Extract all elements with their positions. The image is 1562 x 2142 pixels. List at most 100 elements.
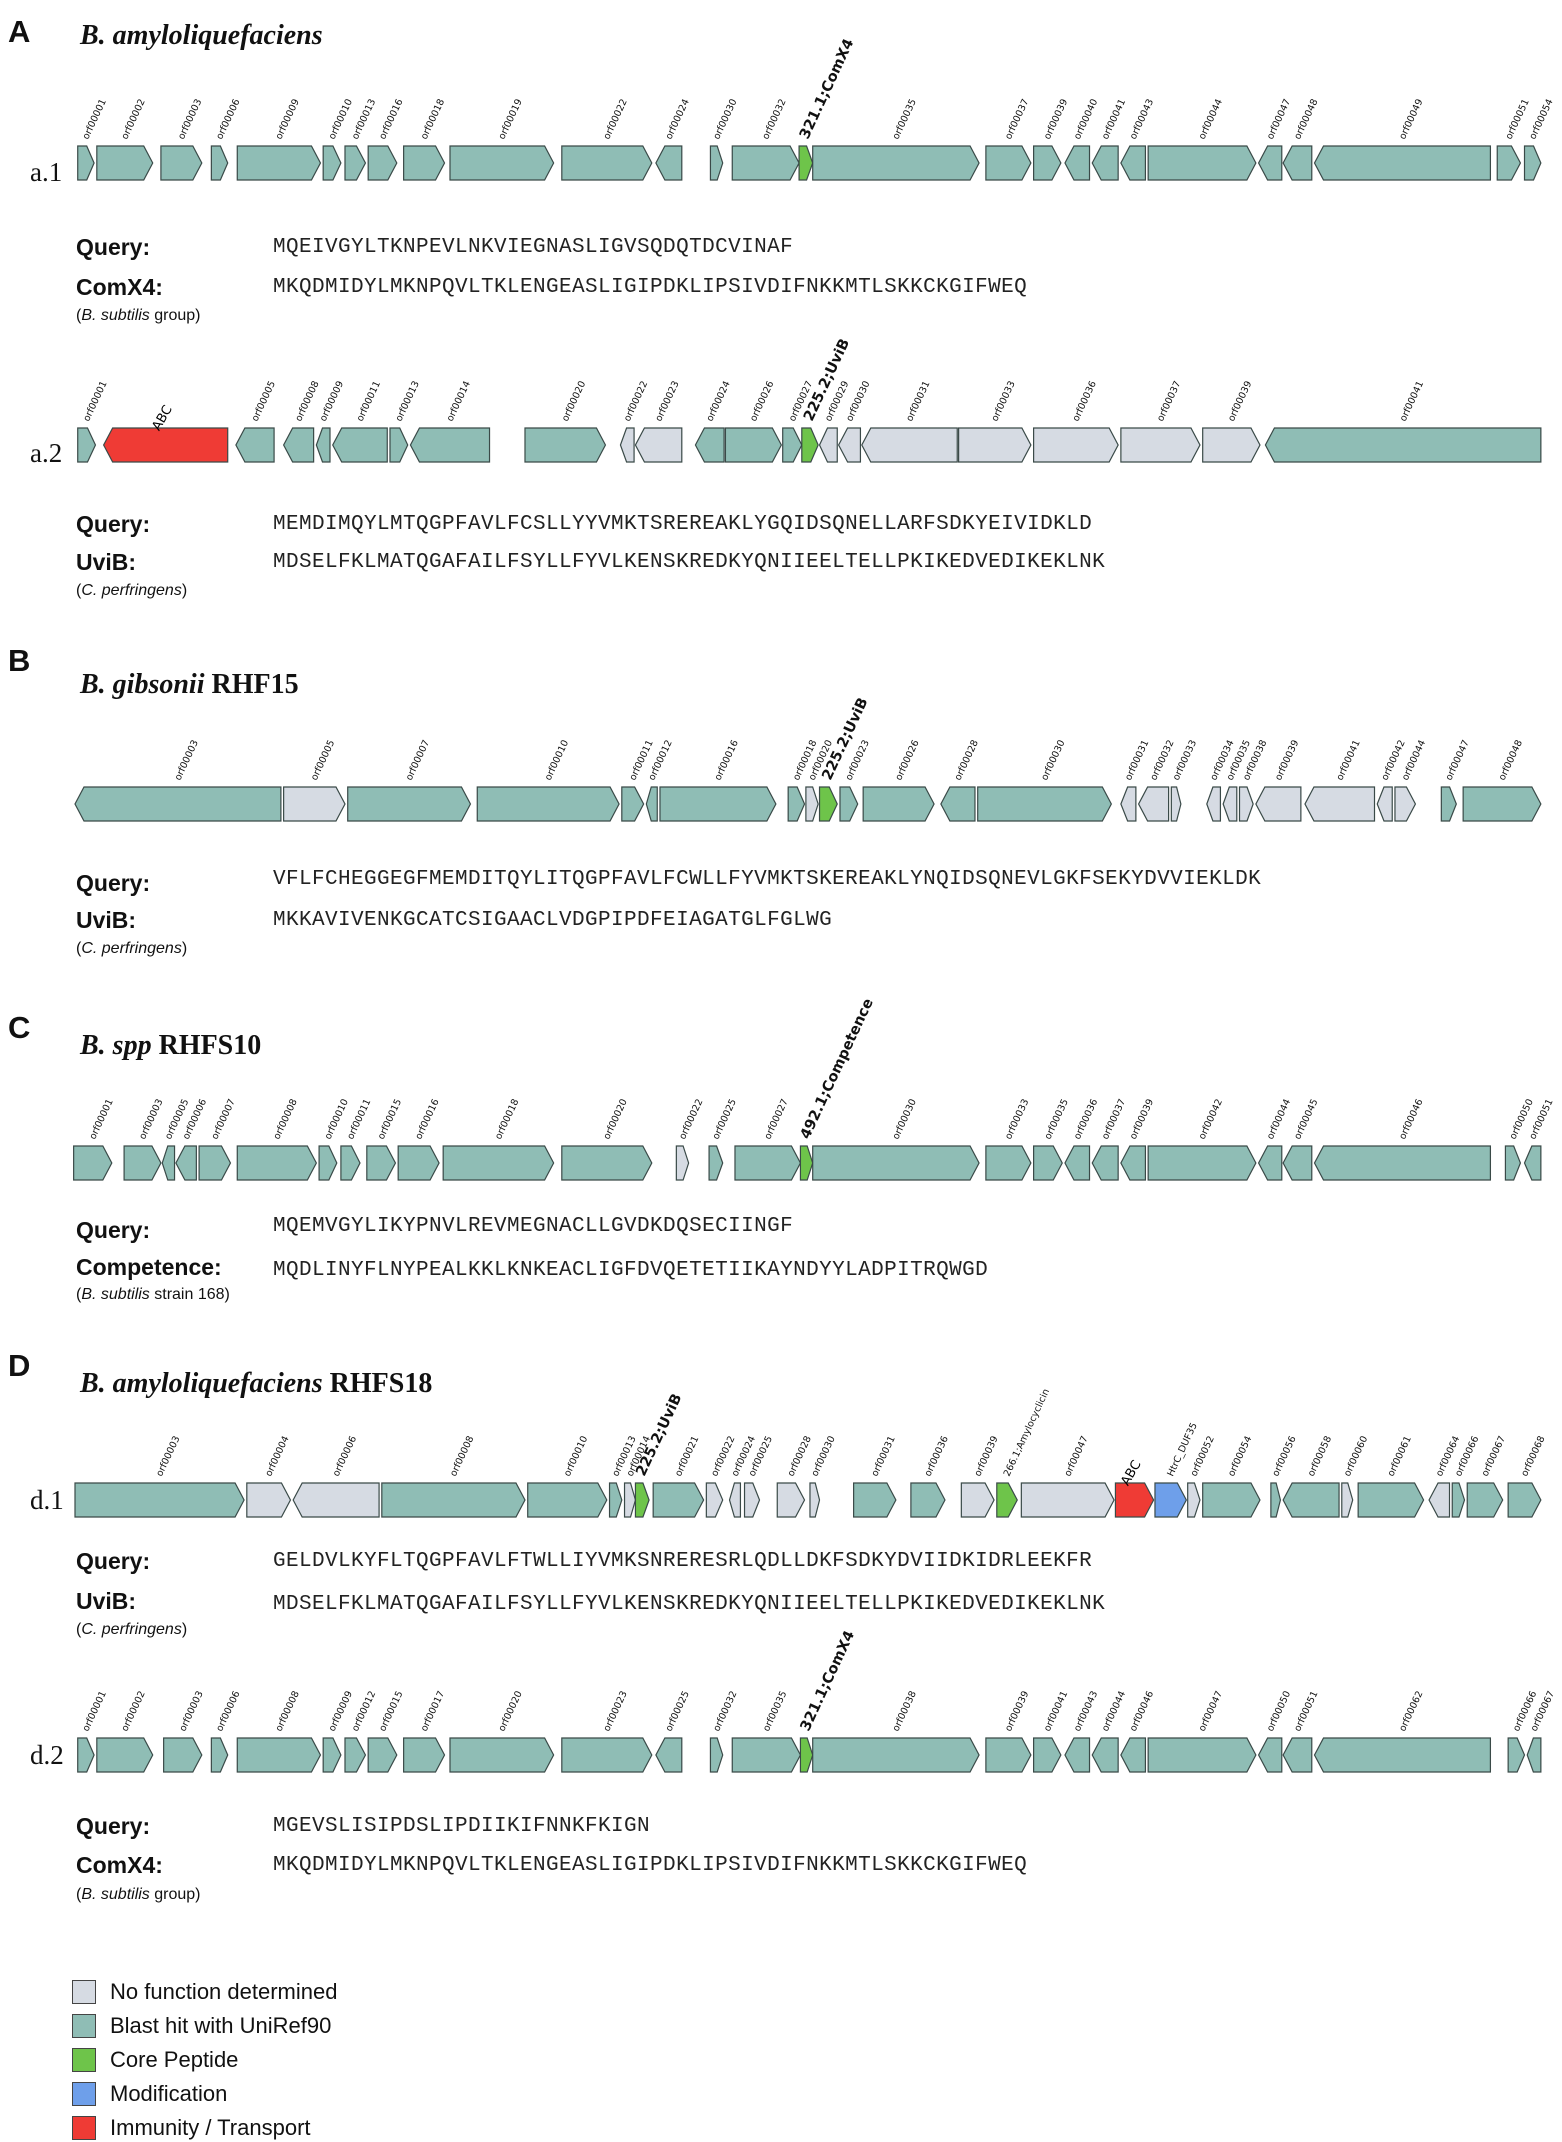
gene-label: orf00016 <box>413 1097 441 1141</box>
gene-arrow-blast-hit <box>160 145 203 181</box>
gene-arrow-blast-hit <box>282 427 315 463</box>
gene-label: orf00035 <box>891 97 919 141</box>
gene-arrow-blast-hit <box>347 786 472 822</box>
gene-arrow-blast-hit <box>1462 786 1542 822</box>
gene-label: orf00040 <box>1072 97 1100 141</box>
gene-arrow-no-function <box>776 1482 806 1518</box>
gene-arrow-blast-hit <box>985 1737 1032 1773</box>
gene-arrow-blast-hit <box>787 786 806 822</box>
gene-label: orf00048 <box>1497 738 1525 782</box>
gene-label: 266.1;Amylocyclicin <box>1002 1387 1052 1478</box>
gene-arrow-blast-hit <box>655 1737 683 1773</box>
gene-arrow-blast-hit <box>1147 1737 1257 1773</box>
legend-swatch-core-peptide <box>72 2048 96 2072</box>
gene-arrow-blast-hit <box>862 786 935 822</box>
gene-arrow-blast-hit <box>782 427 803 463</box>
query-sequence-d1: GELDVLKYFLTQGPFAVLFTWLLIYVMKSNRERESRLQDL… <box>273 1550 1093 1573</box>
legend-swatch-no-function <box>72 1980 96 2004</box>
gene-arrow-blast-hit <box>1313 145 1492 181</box>
gene-label: orf00039 <box>1226 379 1254 423</box>
gene-label: orf00030 <box>810 1434 838 1478</box>
gene-label: orf00020 <box>560 379 588 423</box>
gene-label: orf00026 <box>893 738 921 782</box>
gene-arrow-blast-hit <box>1282 1145 1313 1181</box>
gene-arrow-blast-hit <box>1120 1737 1147 1773</box>
gene-arrow-blast-hit <box>1091 1737 1119 1773</box>
gene-label: orf00008 <box>293 379 321 423</box>
gene-label: orf00037 <box>1003 97 1031 141</box>
gene-label: 321.1;ComX4 <box>798 1628 858 1733</box>
gene-label: orf00047 <box>1062 1434 1090 1478</box>
gene-label: orf00031 <box>869 1434 897 1478</box>
gene-arrow-blast-hit <box>1064 145 1091 181</box>
gene-arrow-blast-hit <box>621 786 645 822</box>
gene-arrow-blast-hit <box>1033 1145 1063 1181</box>
gene-label: orf00039 <box>1273 738 1301 782</box>
gene-label: orf00013 <box>350 97 378 141</box>
gene-arrow-core-peptide <box>801 427 819 463</box>
gene-arrow-blast-hit <box>940 786 976 822</box>
gene-arrow-blast-hit <box>235 427 275 463</box>
gene-arrow-blast-hit <box>77 1737 95 1773</box>
gene-label: orf00067 <box>1480 1434 1508 1478</box>
gene-label: orf00044 <box>1100 1689 1128 1733</box>
legend-label: Blast hit with UniRef90 <box>110 2013 332 2038</box>
gene-arrow-no-function <box>283 786 346 822</box>
gene-label: orf00010 <box>562 1434 590 1478</box>
gene-arrow-blast-hit <box>476 786 620 822</box>
gene-arrow-blast-hit <box>1264 427 1542 463</box>
gene-arrow-no-function <box>958 427 1032 463</box>
gene-label: 492.1;Competence <box>798 996 877 1142</box>
gene-arrow-blast-hit <box>708 1145 724 1181</box>
gene-label: orf00018 <box>419 97 447 141</box>
gene-arrow-blast-hit <box>332 427 388 463</box>
gene-label: orf00013 <box>394 379 422 423</box>
legend-swatch-blast-hit <box>72 2014 96 2038</box>
gene-label: orf00060 <box>1342 1434 1370 1478</box>
gene-arrow-no-function <box>861 427 958 463</box>
ref-label-a1: ComX4: <box>76 274 163 300</box>
gene-arrow-blast-hit <box>449 145 555 181</box>
ref-sequence-d2: MKQDMIDYLMKNPQVLTKLENGEASLIGIPDKLIPSIVDI… <box>273 1854 1028 1877</box>
gene-arrow-blast-hit <box>403 145 446 181</box>
gene-label: orf00015 <box>376 1097 404 1141</box>
gene-arrow-no-function <box>728 1482 742 1518</box>
gene-arrow-blast-hit <box>1451 1482 1466 1518</box>
gene-label: orf00035 <box>1043 1097 1071 1141</box>
gene-label: orf00036 <box>1071 379 1099 423</box>
gene-arrow-blast-hit <box>1507 1482 1542 1518</box>
gene-arrow-blast-hit <box>1091 1145 1119 1181</box>
query-sequence-c1: MQEMVGYLIKYPNVLREVMEGNACLLGVDKDQSECIINGF <box>273 1215 794 1238</box>
gene-arrow-core-peptide <box>799 1145 814 1181</box>
gene-label: orf00023 <box>653 379 681 423</box>
gene-label: orf00014 <box>445 379 473 423</box>
gene-label: orf00001 <box>81 1689 109 1733</box>
gene-label: orf00044 <box>1197 97 1225 141</box>
gene-label: orf00031 <box>904 379 932 423</box>
gene-label: orf00022 <box>602 97 630 141</box>
gene-arrow-blast-hit <box>315 427 331 463</box>
gene-arrow-blast-hit <box>1357 1482 1425 1518</box>
gene-arrow-blast-hit <box>344 1737 367 1773</box>
gene-arrow-core-peptide <box>818 786 838 822</box>
gene-arrow-blast-hit <box>77 427 97 463</box>
gene-label: orf00016 <box>377 97 405 141</box>
gene-arrow-blast-hit <box>1496 145 1522 181</box>
row-label-a1: a.1 <box>30 157 63 187</box>
gene-label: orf00047 <box>1265 97 1293 141</box>
gene-label: orf00024 <box>664 97 692 141</box>
gene-arrow-no-function <box>1033 427 1119 463</box>
gene-arrow-blast-hit <box>1064 1737 1091 1773</box>
gene-label: orf00033 <box>1003 1097 1031 1141</box>
gene-label: orf00047 <box>1444 738 1472 782</box>
legend-item-blast-hit: Blast hit with UniRef90 <box>72 2009 337 2043</box>
gene-arrow-blast-hit <box>1257 1737 1283 1773</box>
gene-arrow-core-peptide <box>634 1482 650 1518</box>
gene-arrow-blast-hit <box>381 1482 526 1518</box>
gene-arrow-blast-hit <box>77 145 95 181</box>
gene-arrow-blast-hit <box>1120 145 1147 181</box>
panel-letter-a: A <box>8 14 31 49</box>
gene-arrow-blast-hit <box>608 1482 623 1518</box>
gene-arrow-blast-hit <box>731 145 800 181</box>
